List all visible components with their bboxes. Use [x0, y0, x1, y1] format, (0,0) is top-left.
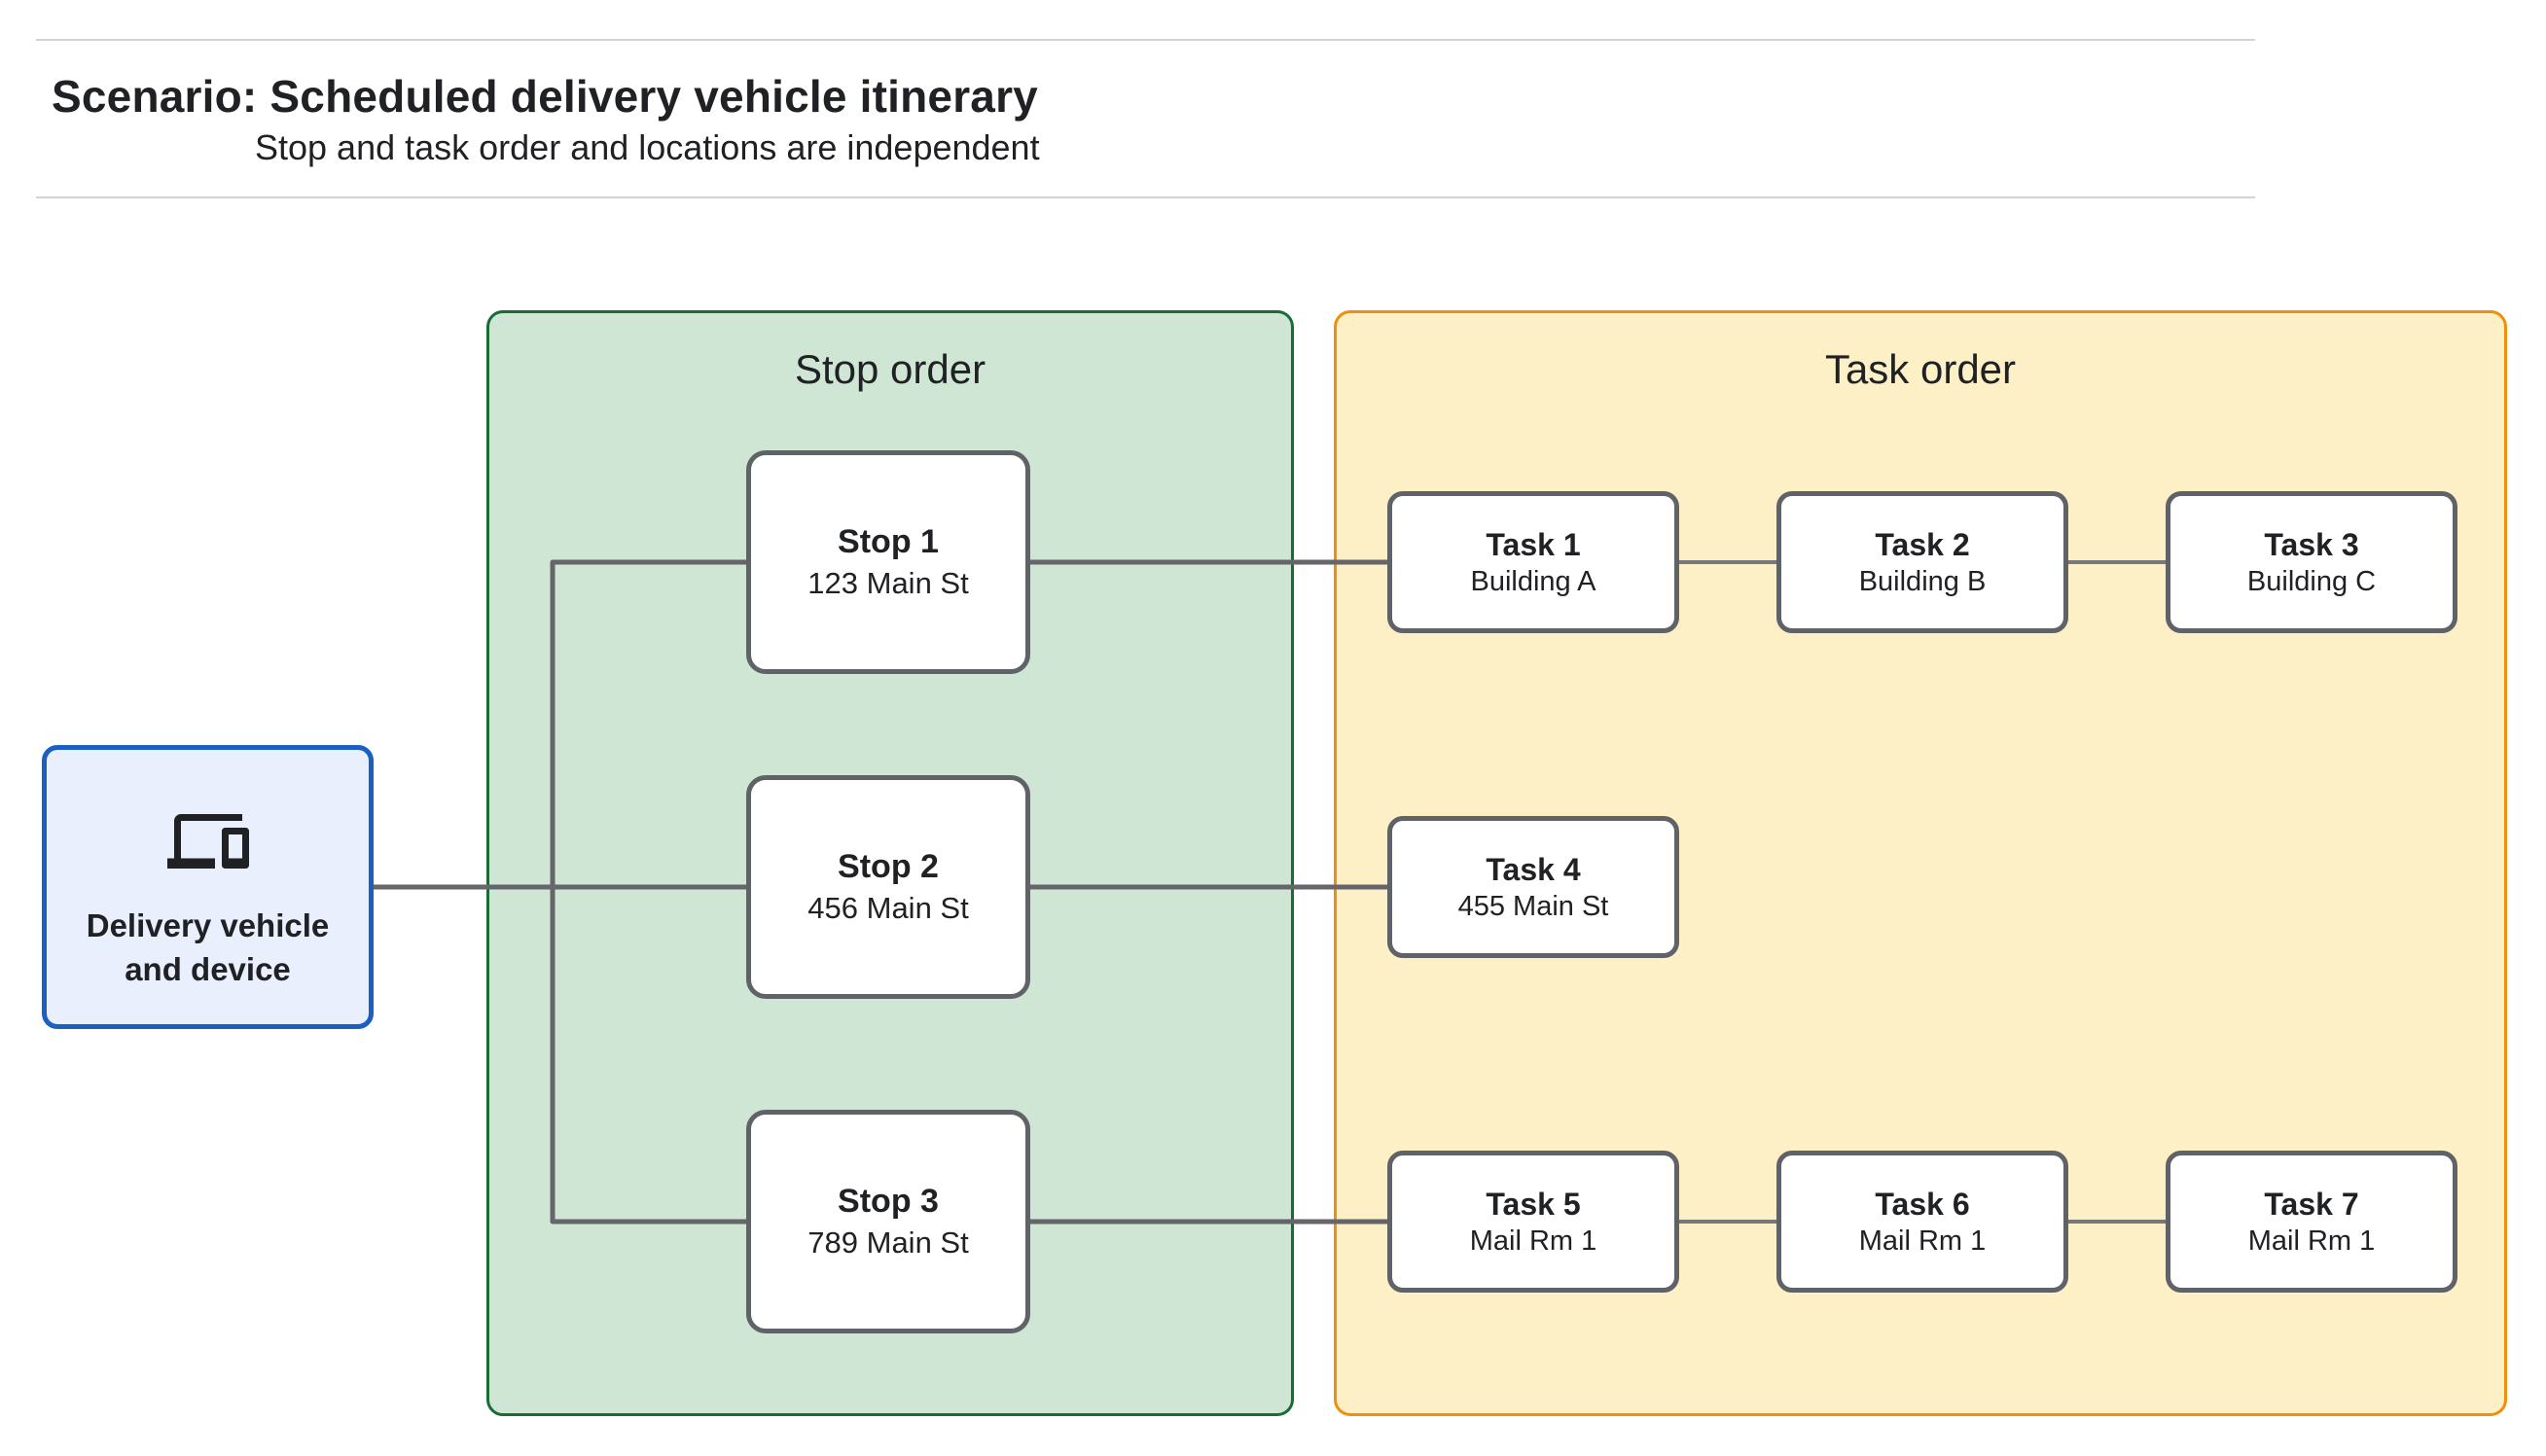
stop-3-node: Stop 3 789 Main St [746, 1110, 1030, 1333]
task-order-label: Task order [1824, 346, 2017, 392]
delivery-vehicle-label: Delivery vehicle and device [86, 907, 330, 987]
stop-3-address: 789 Main St [807, 1225, 969, 1260]
page-title: Scenario: Scheduled delivery vehicle iti… [52, 71, 1038, 122]
task-5-location: Mail Rm 1 [1469, 1225, 1597, 1257]
task-2-title: Task 2 [1875, 526, 1970, 562]
stop-1-address: 123 Main St [807, 566, 969, 600]
stop-2-node: Stop 2 456 Main St [746, 775, 1030, 999]
task-4-title: Task 4 [1486, 851, 1581, 887]
task-4-location: 455 Main St [1457, 890, 1609, 922]
task-6-node: Task 6 Mail Rm 1 [1776, 1151, 2068, 1293]
task-3-node: Task 3 Building C [2166, 491, 2457, 633]
delivery-vehicle-node: Delivery vehicle and device [42, 745, 374, 1029]
stop-2-title: Stop 2 [838, 848, 939, 885]
stop-order-label: Stop order [794, 346, 986, 392]
stop-3-title: Stop 3 [838, 1183, 939, 1220]
task-1-node: Task 1 Building A [1387, 491, 1679, 633]
task-1-location: Building A [1470, 565, 1596, 597]
task-4-node: Task 4 455 Main St [1387, 816, 1679, 958]
divider-top [36, 39, 2255, 41]
task-6-location: Mail Rm 1 [1858, 1225, 1987, 1257]
task-7-node: Task 7 Mail Rm 1 [2166, 1151, 2457, 1293]
task-3-title: Task 3 [2264, 526, 2359, 562]
task-7-title: Task 7 [2264, 1186, 2359, 1222]
connector-trunk-stop1-stop3 [550, 559, 746, 1225]
stop-2-address: 456 Main St [807, 891, 969, 925]
task-6-title: Task 6 [1875, 1186, 1970, 1222]
page-subtitle: Stop and task order and locations are in… [255, 127, 1040, 167]
task-5-node: Task 5 Mail Rm 1 [1387, 1151, 1679, 1293]
task-2-location: Building B [1858, 565, 1987, 597]
task-7-location: Mail Rm 1 [2247, 1225, 2376, 1257]
divider-bottom [36, 196, 2255, 198]
task-2-node: Task 2 Building B [1776, 491, 2068, 633]
stop-1-node: Stop 1 123 Main St [746, 450, 1030, 674]
task-1-title: Task 1 [1486, 526, 1581, 562]
task-3-location: Building C [2246, 565, 2377, 597]
task-5-title: Task 5 [1486, 1186, 1581, 1222]
stop-1-title: Stop 1 [838, 523, 939, 560]
devices-icon [166, 814, 249, 869]
